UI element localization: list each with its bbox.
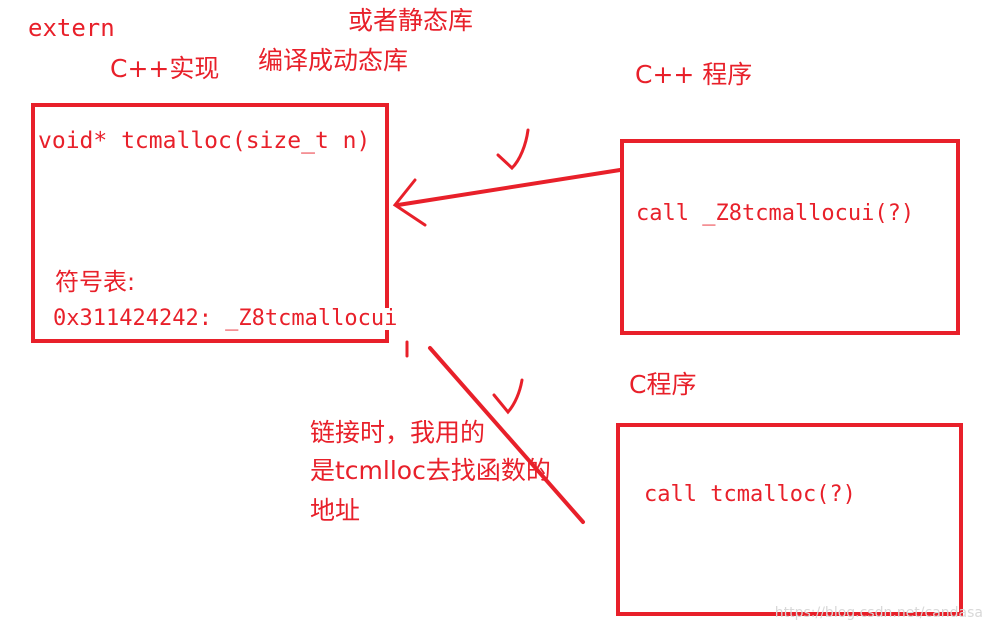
function-signature: void* tcmalloc(size_t n) — [38, 128, 371, 154]
cpp-program-box — [620, 139, 960, 335]
c-call-text: call tcmalloc(?) — [644, 482, 856, 507]
check-mark-bottom — [492, 378, 524, 415]
library-box — [31, 103, 389, 343]
note-line-3: 地址 — [310, 496, 361, 525]
note-line-2: 是tcmlloc去找函数的 — [310, 456, 551, 485]
symbol-table-label: 符号表: — [55, 268, 136, 296]
c-program-box — [616, 423, 963, 616]
arrow-cpp-to-lib — [396, 168, 622, 207]
cpp-program-label: C++ 程序 — [635, 60, 753, 89]
symbol-entry: 0x311424242: _Z8tcmallocui — [53, 308, 402, 330]
extern-label: extern — [28, 14, 115, 42]
cpp-impl-label: C++实现 — [110, 54, 220, 83]
link-line-c-to-lib — [428, 346, 585, 524]
note-line-1: 链接时，我用的 — [310, 418, 486, 447]
check-mark-top — [496, 128, 530, 171]
arrowhead-cpp-to-lib — [392, 178, 427, 227]
cpp-call-text: call _Z8tcmallocui(?) — [636, 201, 915, 226]
compile-dynamic-lib-label: 编译成动态库 — [258, 46, 409, 75]
watermark-text: https://blog.csdn.net/candasa — [774, 605, 983, 621]
or-static-lib-label: 或者静态库 — [348, 6, 474, 35]
c-program-label: C程序 — [629, 370, 697, 399]
